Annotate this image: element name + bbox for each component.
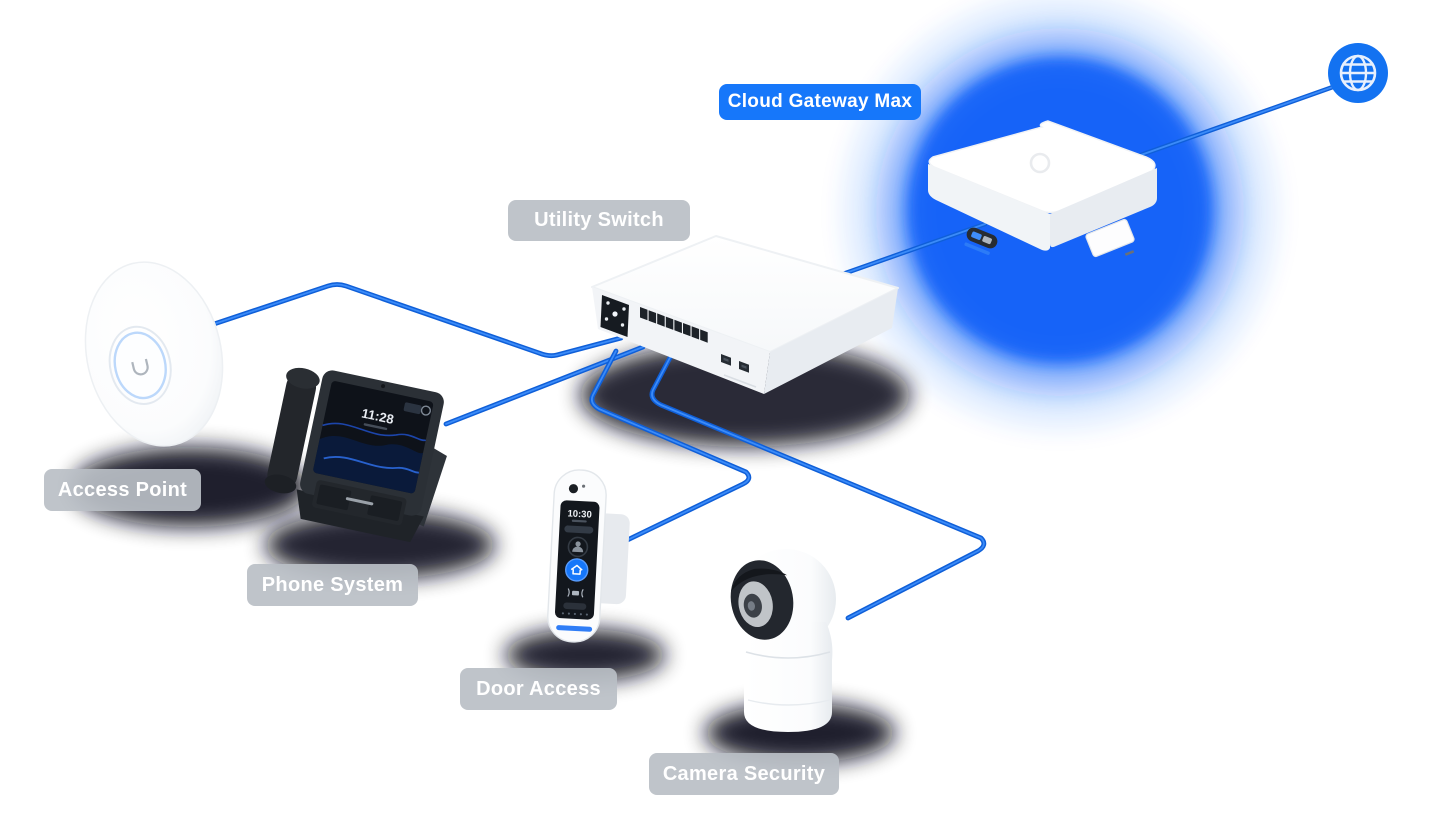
ubiquiti-logo-icon: [1029, 152, 1051, 174]
phone-shadow: [265, 511, 495, 579]
phone-clock-text: 11:28: [360, 405, 395, 426]
cable-switch-camera: [649, 349, 987, 621]
door-access-device: 10:30: [547, 469, 630, 643]
label-door-access: Door Access: [460, 668, 617, 710]
access-point-led-ring: [113, 331, 167, 400]
label-utility-switch: Utility Switch: [508, 200, 690, 241]
door-camera-lens: [568, 484, 579, 494]
switch-sfp-ports: [721, 354, 749, 373]
camera-lens: [730, 560, 794, 640]
label-camera-security: Camera Security: [649, 753, 839, 795]
gateway-label-slot: [1085, 218, 1135, 258]
internet-globe-icon: [1328, 43, 1388, 103]
cable-switch-access-point: [211, 282, 624, 359]
cloud-gateway-device: [928, 120, 1157, 258]
label-access-point: Access Point: [44, 469, 201, 511]
utility-switch-device: [591, 235, 899, 394]
phone-system-device: 11:28: [264, 367, 447, 543]
switch-ethernet-ports: [640, 307, 708, 343]
label-cloud-gateway: Cloud Gateway Max: [719, 84, 921, 120]
camera-security-device: [730, 549, 836, 732]
access-point-device: [84, 261, 224, 447]
door-unlock-button: [565, 558, 589, 582]
ubiquiti-logo-icon: [131, 358, 149, 376]
label-phone-system: Phone System: [247, 564, 418, 606]
cable-switch-door: [589, 348, 752, 549]
door-clock-text: 10:30: [567, 508, 592, 520]
door-led-bar: [556, 625, 593, 632]
gateway-port: [964, 227, 998, 255]
